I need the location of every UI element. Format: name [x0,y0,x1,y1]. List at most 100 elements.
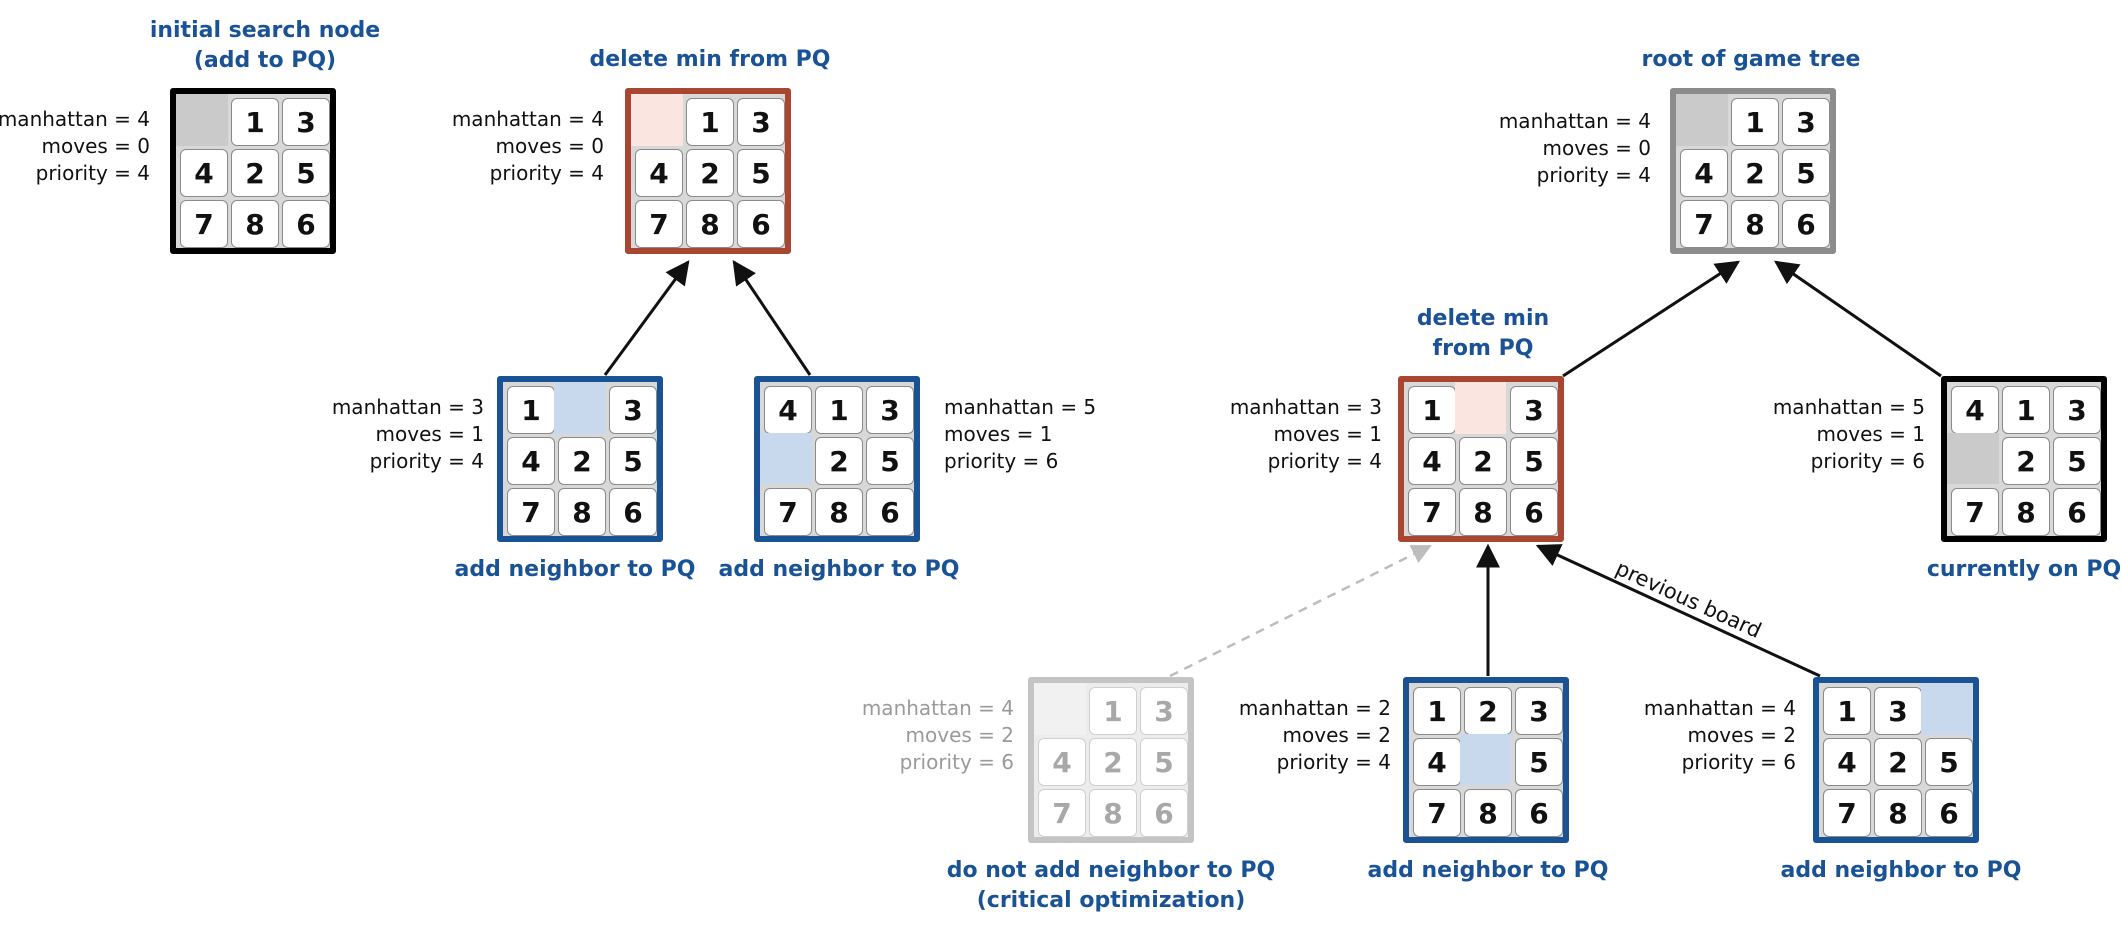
board-caption: root of game tree [1641,47,1861,72]
tile: 6 [1140,789,1188,837]
tile: 7 [1951,488,1999,536]
tile: 4 [1408,437,1456,485]
tile: 6 [282,200,330,248]
tile: 7 [635,200,683,248]
tile: 6 [1515,789,1563,837]
tile: 7 [1408,488,1456,536]
arrow-b10-b6 [1535,544,1821,678]
tile: 2 [1874,738,1922,786]
tile: 8 [558,488,606,536]
tile: 5 [1925,738,1973,786]
board-stats: manhattan = 4 moves = 2 priority = 6 [814,695,1014,776]
manhattan-stat: manhattan = 4 [861,696,1014,720]
blank-square [554,382,605,434]
tile: 2 [686,149,734,197]
tile: 8 [1089,789,1137,837]
tile: 5 [1515,738,1563,786]
tile: 6 [2053,488,2101,536]
manhattan-stat: manhattan = 2 [1238,696,1391,720]
tile: 6 [737,200,785,248]
tile: 2 [231,149,279,197]
moves-stat: moves = 2 [1687,723,1796,747]
blank-square [631,94,683,146]
blank-square [176,94,228,146]
tile: 5 [609,437,657,485]
moves-stat: moves = 1 [1816,422,1925,446]
tile: 3 [2053,386,2101,434]
tile: 5 [1140,738,1188,786]
board-caption: add neighbor to PQ [454,557,696,582]
tile: 1 [507,386,555,434]
arrow-b7-b5 [1774,260,1942,378]
tile: 1 [1731,98,1779,146]
tile: 5 [1782,149,1830,197]
tile: 3 [1515,687,1563,735]
tile: 2 [2002,437,2050,485]
tile: 6 [1510,488,1558,536]
priority-stat: priority = 6 [899,750,1014,774]
arrow-b4-b2 [732,260,812,376]
tile: 3 [866,386,914,434]
priority-stat: priority = 4 [369,449,484,473]
manhattan-stat: manhattan = 3 [331,395,484,419]
blank-square [1460,734,1511,785]
tile: 4 [180,149,228,197]
tile: 2 [1459,437,1507,485]
board-caption: initial search node (add to PQ) [149,18,381,73]
blank-square [1455,382,1506,434]
board-stats: manhattan = 2 moves = 2 priority = 4 [1191,695,1391,776]
manhattan-stat: manhattan = 4 [1498,109,1651,133]
tile: 5 [737,149,785,197]
moves-stat: moves = 2 [905,723,1014,747]
moves-stat: moves = 0 [495,134,604,158]
priority-stat: priority = 6 [1810,449,1925,473]
board-caption: add neighbor to PQ [1367,858,1609,883]
tile: 7 [1413,789,1461,837]
tile: 1 [1408,386,1456,434]
tile: 2 [1089,738,1137,786]
tile: 4 [1823,738,1871,786]
tile: 3 [282,98,330,146]
moves-stat: moves = 2 [1282,723,1391,747]
manhattan-stat: manhattan = 3 [1229,395,1382,419]
tile: 4 [507,437,555,485]
tile: 6 [1925,789,1973,837]
tile: 3 [737,98,785,146]
priority-stat: priority = 4 [1276,750,1391,774]
board-caption: delete min from PQ [589,47,831,72]
arrow-b6-b5 [1562,260,1741,378]
priority-stat: priority = 4 [1267,449,1382,473]
tile: 4 [764,386,812,434]
tile: 8 [1731,200,1779,248]
tile: 1 [231,98,279,146]
tile: 7 [507,488,555,536]
tile: 8 [231,200,279,248]
tile: 2 [558,437,606,485]
moves-stat: moves = 1 [1273,422,1382,446]
arrow-b3-b2 [603,260,690,376]
blank-square [1676,94,1728,146]
tile: 2 [815,437,863,485]
priority-stat: priority = 4 [1536,163,1651,187]
tile: 1 [686,98,734,146]
tile: 6 [609,488,657,536]
priority-stat: priority = 6 [944,449,1059,473]
tile: 1 [1413,687,1461,735]
blank-square [1034,683,1086,735]
manhattan-stat: manhattan = 5 [1772,395,1925,419]
moves-stat: moves = 0 [1542,136,1651,160]
manhattan-stat: manhattan = 4 [0,107,150,131]
tile: 6 [866,488,914,536]
moves-stat: moves = 0 [41,134,150,158]
priority-stat: priority = 6 [1681,750,1796,774]
tile: 8 [1459,488,1507,536]
